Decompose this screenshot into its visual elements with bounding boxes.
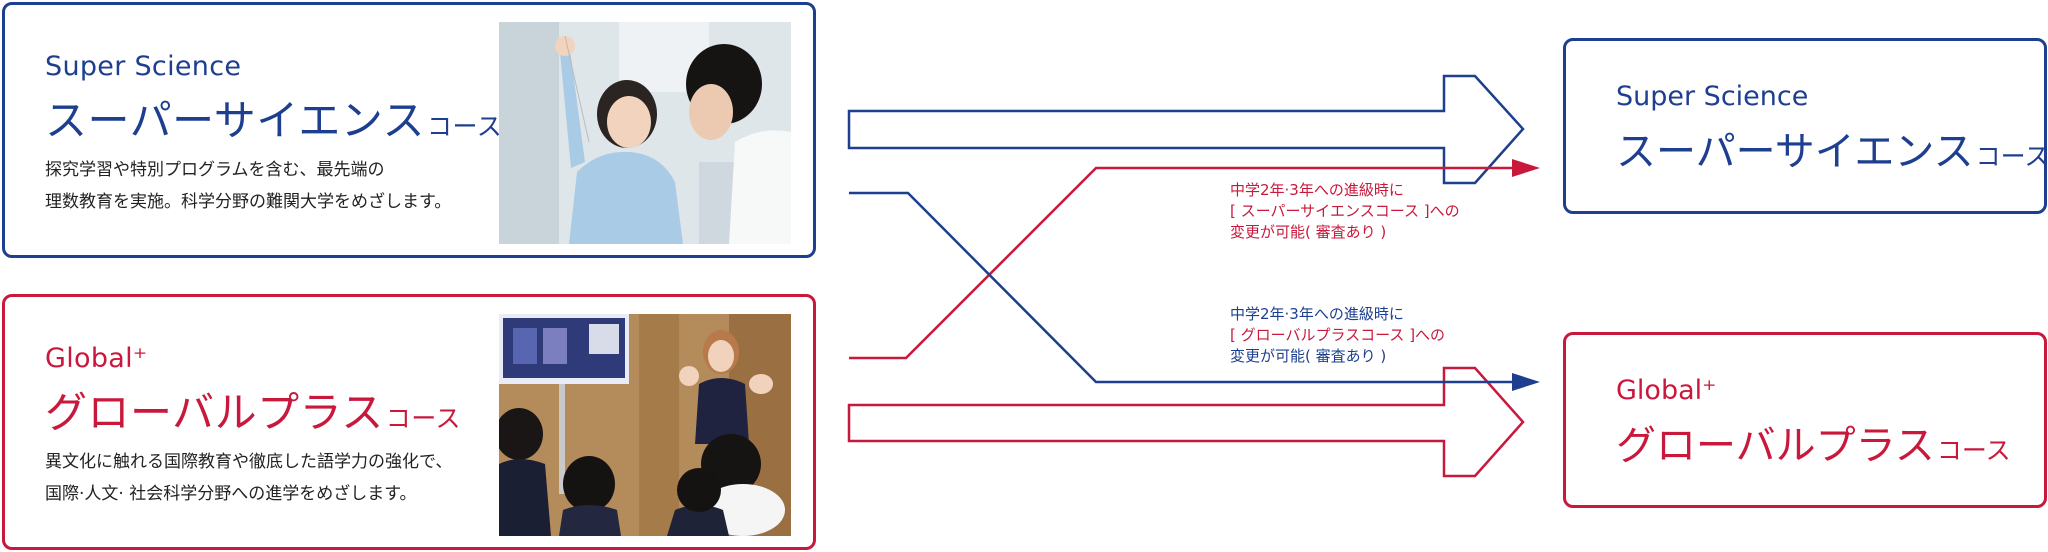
transfer-arrowhead-to-super-science — [1512, 159, 1540, 177]
note-highlight: [ グローバルプラスコース ]への — [1230, 326, 1446, 344]
course-title-suffix: コース — [385, 404, 462, 433]
transfer-arrowhead-to-global-plus — [1512, 373, 1540, 391]
course-title-jp-main: グローバルプラス — [45, 388, 384, 437]
course-description: 探究学習や特別プログラムを含む、最先端の 理数教育を実施。科学分野の難関大学をめ… — [45, 154, 451, 218]
course-title-jp-main: グローバルプラス — [1616, 423, 1935, 469]
photo-classroom-english-teacher — [499, 314, 791, 536]
course-title-jp: グローバルプラスコース — [1616, 413, 2011, 471]
course-description-line: 理数教育を実施。科学分野の難関大学をめざします。 — [45, 192, 452, 212]
note-line: 中学2年·3年への進級時に — [1230, 181, 1404, 199]
course-title-jp: グローバルプラスコース — [45, 379, 461, 440]
course-description-line: 探究学習や特別プログラムを含む、最先端の — [45, 160, 385, 180]
note-line: 変更が可能( 審査あり ) — [1230, 347, 1387, 365]
course-description: 異文化に触れる国際教育や徹底した語学力の強化で、 国際·人文· 社会科学分野への… — [45, 446, 452, 510]
note-line: 変更が可能( 審査あり ) — [1230, 223, 1387, 241]
course-title-en: Super Science — [1616, 81, 1809, 112]
course-description-line: 異文化に触れる国際教育や徹底した語学力の強化で、 — [45, 452, 453, 472]
course-title-jp-main: スーパーサイエンス — [45, 96, 425, 145]
note-line: [ グローバルプラスコース ]への — [1230, 325, 1445, 346]
course-title-jp-main: スーパーサイエンス — [1616, 129, 1974, 175]
continue-arrow-global-plus — [847, 366, 1525, 478]
transfer-note-to-super-science: 中学2年·3年への進級時に [ スーパーサイエンスコース ]への 変更が可能( … — [1230, 180, 1460, 243]
course-title-suffix: コース — [1975, 142, 2048, 171]
source-card-global-plus: Global⁺ グローバルプラスコース 異文化に触れる国際教育や徹底した語学力の… — [2, 294, 816, 550]
course-title-suffix: コース — [426, 112, 503, 141]
course-description-line: 国際·人文· 社会科学分野への進学をめざします。 — [45, 484, 417, 504]
note-line: 中学2年·3年への進級時に — [1230, 305, 1404, 323]
course-title-en: Global⁺ — [1616, 375, 1717, 406]
note-line: [ スーパーサイエンスコース ]への — [1230, 202, 1460, 220]
course-title-suffix: コース — [1936, 436, 2011, 465]
course-title-jp: スーパーサイエンスコース — [45, 87, 502, 148]
continue-arrow-super-science — [847, 74, 1525, 185]
transfer-note-to-global-plus: 中学2年·3年への進級時に [ グローバルプラスコース ]への 変更が可能( 審… — [1230, 304, 1445, 367]
destination-card-global-plus: Global⁺ グローバルプラスコース — [1563, 332, 2047, 508]
course-title-en: Global⁺ — [45, 343, 148, 374]
source-card-super-science: Super Science スーパーサイエンスコース 探究学習や特別プログラムを… — [2, 2, 816, 258]
photo-students-science-experiment — [499, 22, 791, 244]
course-title-en: Super Science — [45, 51, 242, 82]
transfer-line-to-global-plus — [849, 191, 1512, 384]
course-title-jp: スーパーサイエンスコース — [1616, 119, 2048, 177]
destination-card-super-science: Super Science スーパーサイエンスコース — [1563, 38, 2048, 214]
transfer-line-to-super-science — [849, 166, 1512, 360]
